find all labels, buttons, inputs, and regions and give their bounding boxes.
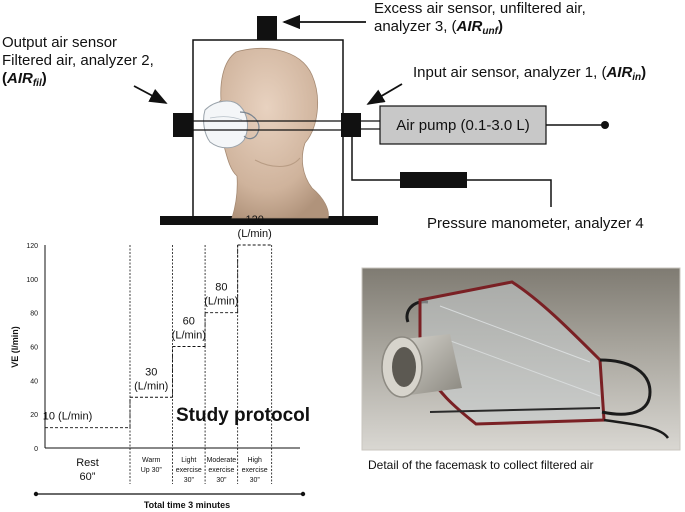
pressure-manometer xyxy=(400,172,467,188)
step-annotation: 80(L/min) xyxy=(204,282,238,308)
photo-caption: Detail of the facemask to collect filter… xyxy=(368,458,594,472)
y-tick-label: 0 xyxy=(34,446,38,453)
total-time-start-dot xyxy=(33,491,39,497)
y-tick-label: 100 xyxy=(26,277,38,284)
excess-air-sensor xyxy=(257,16,277,40)
total-time-label: Total time 3 minutes xyxy=(144,500,230,510)
excess-sensor-line1: Excess air sensor, unfiltered air, xyxy=(374,0,586,17)
total-time-end-dot xyxy=(300,491,306,497)
facemask-photo xyxy=(361,267,681,451)
input-air-sensor xyxy=(341,113,361,137)
step-levels xyxy=(45,244,272,429)
output-sensor-label: Output air sensor Filtered air, analyzer… xyxy=(2,34,154,93)
step-annotations: 10 (L/min) 30(L/min)60(L/min) 80(L/min) 120… xyxy=(43,214,272,423)
apparatus-diagram: Air pump (0.1-3.0 L) xyxy=(133,14,609,225)
manometer-label: Pressure manometer, analyzer 4 xyxy=(427,215,644,232)
photo-inlet-pipe xyxy=(381,334,462,398)
air-pump-label: Air pump (0.1-3.0 L) xyxy=(396,117,529,134)
y-tick-label: 120 xyxy=(26,243,38,250)
output-air-sensor xyxy=(173,113,193,137)
y-axis-ticks: 0 20 40 60 80 100 120 xyxy=(26,243,38,453)
air-pump xyxy=(379,105,547,145)
step-annotation: 120(L/min) xyxy=(238,214,272,240)
pump-outlet-dot xyxy=(601,121,609,129)
step-annotation: 30(L/min) xyxy=(134,366,168,392)
study-protocol-watermark: Study protocol xyxy=(176,405,310,426)
excess-sensor-label: Excess air sensor, unfiltered air, analy… xyxy=(374,0,586,41)
y-tick-label: 20 xyxy=(30,412,38,419)
y-tick-label: 80 xyxy=(30,311,38,318)
facemask-on-head xyxy=(203,100,260,149)
arrow-output-sensor xyxy=(133,85,168,104)
excess-sensor-line2: analyzer 3, (AIRunf) xyxy=(374,18,503,37)
step-annotation: 60(L/min) xyxy=(172,316,206,342)
y-tick-label: 40 xyxy=(30,378,38,385)
y-axis-label: VE (l/min) xyxy=(10,326,20,368)
arrow-input-sensor xyxy=(366,83,403,105)
output-sensor-line2: Filtered air, analyzer 2, xyxy=(2,52,154,69)
step-annotation: 10 (L/min) xyxy=(43,411,93,423)
y-tick-label: 60 xyxy=(30,345,38,352)
chamber-base xyxy=(160,216,378,225)
input-sensor-label: Input air sensor, analyzer 1, (AIRin) xyxy=(413,64,647,83)
protocol-chart: VE (l/min) 0 20 40 60 80 100 120 10 (L/min) 30(… xyxy=(10,214,310,510)
output-sensor-line3: (AIRfil) xyxy=(2,70,47,89)
output-sensor-line1: Output air sensor xyxy=(2,34,118,51)
